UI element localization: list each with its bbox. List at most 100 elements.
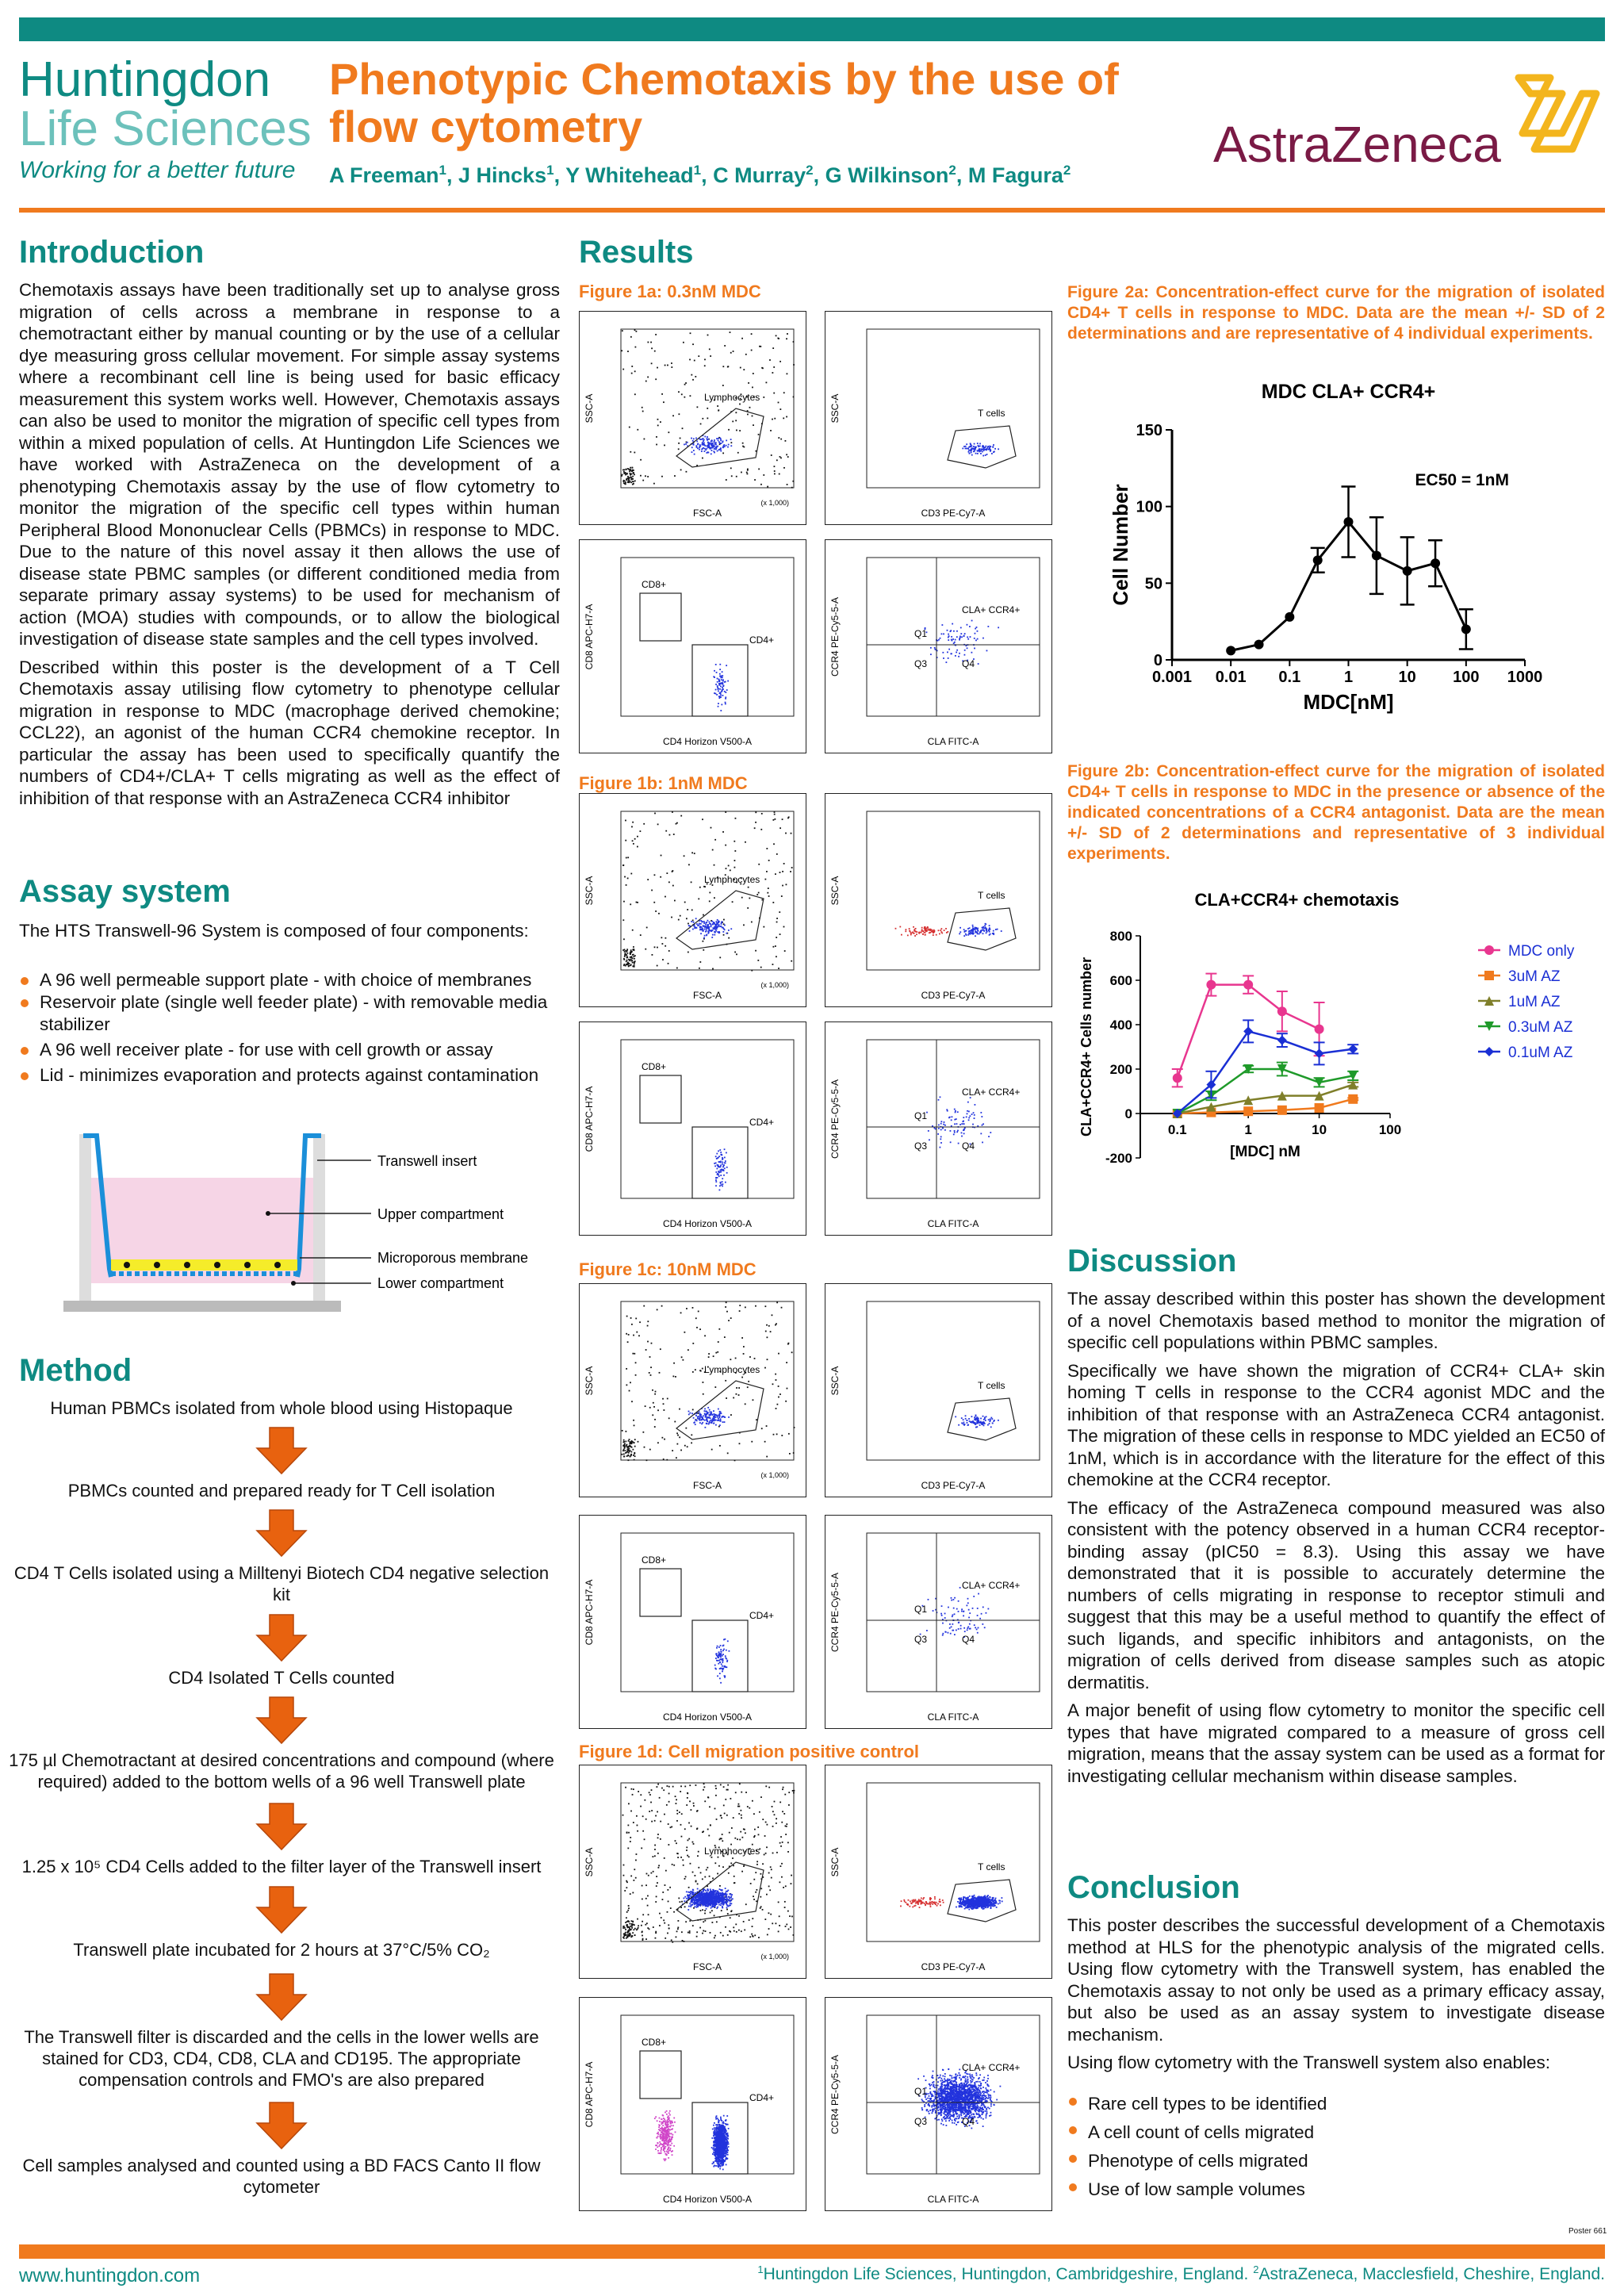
event-dot: [630, 1936, 633, 1938]
event-dot: [630, 1928, 632, 1930]
event-dot: [649, 1794, 651, 1796]
event-dot: [715, 2124, 717, 2126]
event-dot: [647, 1874, 649, 1876]
event-dot: [959, 635, 961, 638]
event-dot: [967, 1899, 969, 1901]
event-dot: [940, 1122, 942, 1125]
event-dot: [961, 1123, 963, 1125]
event-dot: [982, 1903, 984, 1905]
event-dot: [623, 964, 626, 965]
event-dot: [730, 442, 733, 444]
event-dot: [991, 1422, 994, 1424]
event-dot: [779, 1865, 782, 1868]
event-dot: [772, 1825, 774, 1827]
event-dot: [718, 1410, 721, 1412]
event-dot: [654, 1418, 656, 1420]
event-dot: [979, 1420, 982, 1423]
event-dot: [626, 877, 629, 880]
event-dot: [700, 1895, 703, 1896]
event-dot: [621, 1453, 623, 1455]
event-dot: [724, 1655, 726, 1658]
event-dot: [688, 1894, 690, 1896]
event-dot: [929, 1903, 931, 1905]
event-dot: [684, 1444, 686, 1447]
event-dot: [636, 845, 638, 848]
event-dot: [699, 1895, 702, 1897]
event-dot: [708, 926, 710, 928]
event-dot: [736, 1387, 737, 1389]
event-dot: [637, 1830, 639, 1832]
event-dot: [714, 897, 715, 899]
event-dot: [634, 480, 636, 482]
event-dot: [773, 813, 776, 815]
event-dot: [721, 1889, 723, 1892]
event-dot: [680, 1813, 683, 1815]
event-dot: [705, 1416, 707, 1418]
transwell-diagram: Transwell insert Upper compartment Micro…: [63, 1133, 528, 1312]
event-dot: [992, 446, 994, 448]
event-dot: [716, 1157, 718, 1159]
event-dot: [942, 1901, 944, 1903]
event-dot: [730, 1904, 731, 1907]
event-dot: [737, 451, 739, 454]
event-dot: [656, 435, 657, 438]
event-dot: [993, 1420, 995, 1421]
event-dot: [979, 1906, 980, 1907]
event-dot: [787, 1432, 790, 1435]
event-dot: [712, 1355, 714, 1358]
event-dot: [714, 1907, 716, 1908]
event-dot: [650, 362, 653, 365]
method-step: 1.25 x 10⁵ CD4 Cells added to the filter…: [21, 1857, 542, 1876]
event-dot: [942, 1622, 944, 1624]
event-dot: [657, 823, 659, 826]
event-dot: [722, 1178, 724, 1180]
event-dot: [675, 822, 677, 825]
event-dot: [748, 382, 750, 384]
event-dot: [787, 1343, 789, 1345]
event-dot: [717, 1655, 718, 1658]
event-dot: [625, 839, 627, 841]
event-dot: [965, 934, 967, 936]
event-dot: [688, 864, 690, 866]
event-dot: [982, 1422, 985, 1424]
event-dot: [720, 677, 722, 679]
event-dot: [708, 1895, 710, 1898]
event-dot: [790, 871, 791, 872]
event-dot: [712, 1899, 714, 1902]
event-dot: [961, 1422, 963, 1424]
event-dot: [935, 1903, 936, 1906]
event-dot: [977, 450, 979, 452]
event-dot: [704, 1919, 707, 1922]
event-dot: [695, 437, 697, 439]
event-dot: [777, 1930, 779, 1933]
event-dot: [952, 638, 954, 640]
event-dot: [707, 1899, 710, 1900]
event-dot: [691, 919, 694, 922]
event-dot: [703, 1903, 706, 1905]
event-dot: [972, 446, 975, 447]
event-dot: [721, 1665, 723, 1667]
event-dot: [791, 486, 793, 489]
event-dot: [689, 925, 691, 927]
event-dot: [712, 921, 714, 923]
event-dot: [689, 1893, 691, 1895]
event-dot: [671, 1826, 673, 1828]
event-dot: [623, 1933, 625, 1935]
event-dot: [786, 1387, 788, 1389]
event-dot: [749, 1936, 752, 1938]
event-dot: [687, 1854, 688, 1857]
event-dot: [751, 415, 753, 417]
event-dot: [657, 418, 659, 420]
event-dot: [704, 435, 707, 438]
event-dot: [710, 440, 712, 443]
x-axis-label: CD4 Horizon V500-A: [663, 1711, 752, 1723]
event-dot: [971, 929, 972, 931]
event-dot: [664, 1438, 665, 1440]
event-dot: [770, 1913, 772, 1915]
event-dot: [634, 1927, 636, 1930]
event-dot: [688, 1891, 690, 1893]
event-dot: [941, 1634, 944, 1636]
event-dot: [772, 818, 775, 821]
event-dot: [744, 1403, 746, 1405]
event-dot: [993, 450, 995, 453]
